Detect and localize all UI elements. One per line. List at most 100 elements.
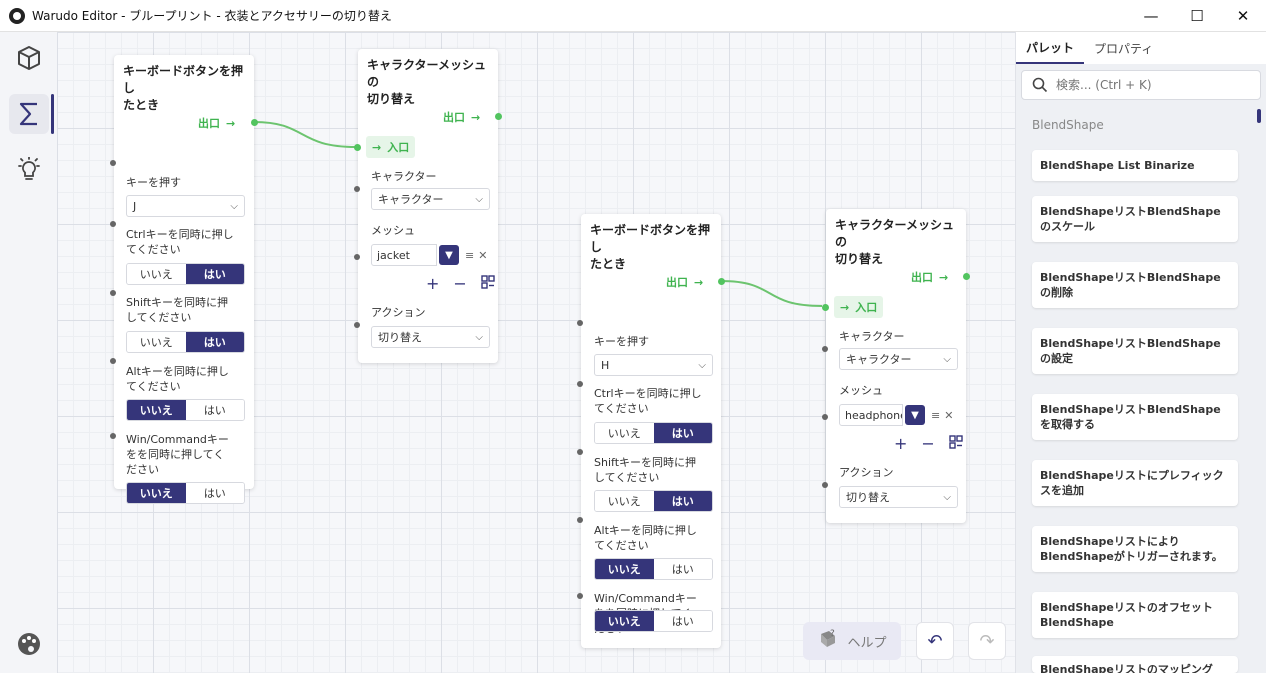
mesh-field[interactable]: jacket ▼ ≡ ✕ <box>371 244 487 266</box>
mesh-field[interactable]: headphones ▼ ≡ ✕ <box>839 404 953 426</box>
character-select[interactable]: キャラクター⌵ <box>371 188 490 210</box>
help-button[interactable]: ? ヘルプ <box>803 622 901 660</box>
shift-toggle[interactable]: いいえはい <box>126 331 245 353</box>
add-icon[interactable]: + <box>426 274 440 293</box>
remove-icon[interactable]: − <box>453 274 467 293</box>
shift-toggle[interactable]: いいえはい <box>594 490 713 512</box>
input-pin[interactable] <box>354 254 360 260</box>
mesh-value[interactable]: jacket <box>371 244 437 266</box>
palette-item[interactable]: BlendShapeリストによりBlendShapeがトリガーされます。 <box>1032 526 1238 572</box>
ctrl-toggle[interactable]: いいえはい <box>594 422 713 444</box>
input-pin[interactable] <box>110 160 116 166</box>
yes-option[interactable]: はい <box>653 559 712 579</box>
redo-button[interactable]: ↷ <box>968 622 1006 660</box>
exec-in-port[interactable]: →入口 <box>366 136 416 158</box>
character-mesh-node-jacket[interactable]: キャラクターメッシュの切り替え 出口→ →入口 キャラクター キャラクター⌵ メ… <box>358 49 498 363</box>
exec-out-pin[interactable] <box>718 278 725 285</box>
palette-item[interactable]: BlendShape List Binarize <box>1032 150 1238 181</box>
mesh-value[interactable]: headphones <box>839 404 903 426</box>
search-input[interactable] <box>1056 78 1246 92</box>
no-option[interactable]: いいえ <box>127 264 186 284</box>
yes-option[interactable]: はい <box>653 611 712 631</box>
input-pin[interactable] <box>110 290 116 296</box>
alt-toggle[interactable]: いいえはい <box>594 558 713 580</box>
input-pin[interactable] <box>577 449 583 455</box>
mesh-dropdown-button[interactable]: ▼ <box>439 245 459 265</box>
input-pin[interactable] <box>577 320 583 326</box>
lightbulb-icon[interactable] <box>9 150 49 190</box>
no-option[interactable]: いいえ <box>595 423 654 443</box>
character-select[interactable]: キャラクター⌵ <box>839 348 958 370</box>
no-option[interactable]: いいえ <box>595 611 654 631</box>
palette-search[interactable] <box>1021 70 1261 100</box>
yes-option[interactable]: はい <box>185 332 244 352</box>
sigma-icon[interactable] <box>9 94 49 134</box>
input-pin[interactable] <box>822 482 828 488</box>
input-pin[interactable] <box>110 433 116 439</box>
exec-out-pin[interactable] <box>251 119 258 126</box>
list-icon[interactable]: ≡ <box>931 408 941 422</box>
ctrl-toggle[interactable]: いいえはい <box>126 263 245 285</box>
yes-option[interactable]: はい <box>185 483 244 503</box>
exec-in-pin[interactable] <box>354 144 361 151</box>
input-pin[interactable] <box>577 381 583 387</box>
no-option[interactable]: いいえ <box>595 491 654 511</box>
palette-item[interactable]: BlendShapeリストBlendShapeを取得する <box>1032 394 1238 440</box>
exec-out-port[interactable]: 出口→ <box>911 270 949 285</box>
minimize-button[interactable]: — <box>1143 7 1159 25</box>
grid-icon[interactable] <box>481 274 495 293</box>
palette-item[interactable]: BlendShapeリストBlendShapeの削除 <box>1032 262 1238 308</box>
input-pin[interactable] <box>577 517 583 523</box>
input-pin[interactable] <box>110 358 116 364</box>
input-pin[interactable] <box>354 322 360 328</box>
maximize-button[interactable]: ☐ <box>1190 7 1204 25</box>
yes-option[interactable]: はい <box>185 400 244 420</box>
no-option[interactable]: いいえ <box>595 559 654 579</box>
action-select[interactable]: 切り替え⌵ <box>839 486 958 508</box>
input-pin[interactable] <box>822 414 828 420</box>
tab-properties[interactable]: プロパティ <box>1094 41 1154 56</box>
input-pin[interactable] <box>822 346 828 352</box>
alt-toggle[interactable]: いいえはい <box>126 399 245 421</box>
no-option[interactable]: いいえ <box>127 483 186 503</box>
exec-out-pin[interactable] <box>495 113 502 120</box>
win-toggle[interactable]: いいえはい <box>594 610 713 632</box>
exec-out-port[interactable]: 出口→ <box>198 116 236 131</box>
yes-option[interactable]: はい <box>185 264 244 284</box>
palette-icon[interactable] <box>9 624 49 664</box>
win-toggle[interactable]: いいえはい <box>126 482 245 504</box>
palette-item[interactable]: BlendShapeリストにプレフィックスを追加 <box>1032 460 1238 506</box>
key-select[interactable]: H⌵ <box>594 354 713 376</box>
input-pin[interactable] <box>110 221 116 227</box>
blueprint-canvas[interactable]: キーボードボタンを押したとき 出口→ キーを押す J⌵ Ctrlキーを同時に押し… <box>57 32 1015 673</box>
scrollbar-thumb[interactable] <box>1257 109 1261 123</box>
exec-out-port[interactable]: 出口→ <box>443 110 481 125</box>
action-select[interactable]: 切り替え⌵ <box>371 326 490 348</box>
palette-item[interactable]: BlendShapeリストBlendShapeの設定 <box>1032 328 1238 374</box>
clear-icon[interactable]: ✕ <box>478 248 488 262</box>
close-button[interactable]: ✕ <box>1236 7 1250 25</box>
clear-icon[interactable]: ✕ <box>944 408 954 422</box>
cube-icon[interactable] <box>9 38 49 78</box>
input-pin[interactable] <box>354 186 360 192</box>
yes-option[interactable]: はい <box>653 491 712 511</box>
character-mesh-node-headphones[interactable]: キャラクターメッシュの切り替え 出口→ →入口 キャラクター キャラクター⌵ メ… <box>826 209 966 523</box>
palette-item[interactable]: BlendShapeリストBlendShapeのスケール <box>1032 196 1238 242</box>
add-icon[interactable]: + <box>894 434 908 453</box>
mesh-dropdown-button[interactable]: ▼ <box>905 405 925 425</box>
exec-in-port[interactable]: →入口 <box>834 296 884 318</box>
input-pin[interactable] <box>577 593 583 599</box>
key-select[interactable]: J⌵ <box>126 195 245 217</box>
tab-palette[interactable]: パレット <box>1016 32 1085 64</box>
exec-out-pin[interactable] <box>963 273 970 280</box>
yes-option[interactable]: はい <box>653 423 712 443</box>
palette-item[interactable]: BlendShapeリストのオフセットBlendShape <box>1032 592 1238 638</box>
keyboard-node-h[interactable]: キーボードボタンを押したとき 出口→ キーを押す H⌵ Ctrlキーを同時に押し… <box>581 214 721 648</box>
list-icon[interactable]: ≡ <box>465 248 475 262</box>
no-option[interactable]: いいえ <box>127 400 186 420</box>
grid-icon[interactable] <box>949 434 963 453</box>
keyboard-node-j[interactable]: キーボードボタンを押したとき 出口→ キーを押す J⌵ Ctrlキーを同時に押し… <box>114 55 254 504</box>
undo-button[interactable]: ↶ <box>916 622 954 660</box>
exec-out-port[interactable]: 出口→ <box>666 275 704 290</box>
remove-icon[interactable]: − <box>921 434 935 453</box>
